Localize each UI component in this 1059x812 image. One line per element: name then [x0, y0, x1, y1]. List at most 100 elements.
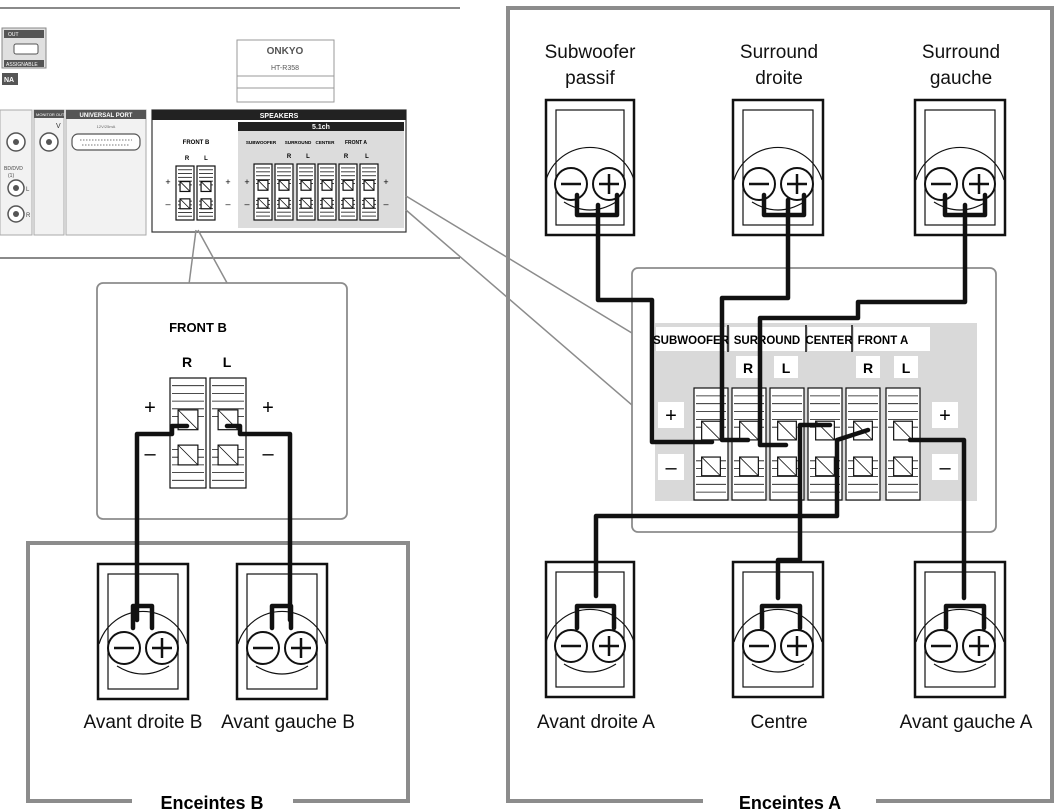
front-b-zoom-terminal-r — [169, 377, 207, 489]
surround-right-label-line1: Surround — [740, 42, 818, 63]
front-left-a-label: Avant gauche A — [900, 712, 1033, 733]
universal-port-label: UNIVERSAL PORT — [80, 113, 133, 119]
bd-dvd-sub: (1) — [8, 173, 14, 179]
front-b-small-terminal-l — [196, 165, 216, 221]
plus-terminal-icon — [592, 167, 626, 201]
bd-dvd-label: BD/DVD — [4, 166, 23, 172]
front-right-b-label: Avant droite B — [83, 712, 202, 733]
ch51-small-minus-right: – — [383, 199, 388, 209]
center-small-label: CENTER — [316, 140, 336, 145]
assignable-label: ASSIGNABLE — [6, 62, 38, 68]
wire-front-b-right — [134, 423, 190, 623]
wire-front-a-left — [907, 437, 967, 601]
ch51-small-terminal-3 — [317, 163, 337, 221]
zoom-callout-lines — [187, 195, 661, 413]
surround-zoom-l: L — [782, 360, 791, 376]
speaker-wires — [130, 192, 988, 631]
front-right-a-label: Avant droite A — [537, 712, 655, 733]
model-label: HT-R358 — [271, 65, 299, 72]
speaker-front-left-a — [913, 560, 1007, 699]
receiver-rear-panel: OUT ASSIGNABLE NA ONKYO HT-R358 BD/DVD (… — [0, 7, 460, 259]
surround-small-l: L — [306, 154, 310, 160]
ch51-zoom-terminal-5 — [885, 387, 921, 501]
speaker-labels: Subwoofer passif Surround droite Surroun… — [83, 42, 1032, 733]
minus-terminal-icon — [554, 629, 588, 663]
speaker-surround-left — [913, 98, 1007, 237]
plus-terminal-icon — [962, 167, 996, 201]
surround-left-label-line2: gauche — [930, 68, 992, 89]
wire-loop-fl-b — [269, 603, 294, 631]
ch51-zoom-surround: SURROUND — [734, 335, 800, 347]
wire-loop-fr-b — [130, 603, 155, 631]
front-b-zoom-plus-right: + — [262, 397, 274, 419]
ch51-small-plus-left: + — [244, 177, 249, 187]
hdmi-port-icon — [13, 43, 39, 55]
surround-small-r: R — [287, 154, 292, 160]
front-b-zoom-title: FRONT B — [169, 320, 227, 335]
plus-terminal-icon — [780, 167, 814, 201]
front-left-b-label: Avant gauche B — [221, 712, 355, 733]
front-b-zoom-l: L — [223, 354, 232, 370]
front-b-small-terminals — [175, 165, 216, 221]
front-b-small-minus-left: – — [165, 199, 170, 209]
ch51-small-plus-right: + — [383, 177, 388, 187]
speakers-header: SPEAKERS — [260, 113, 299, 120]
tuner-label: NA — [4, 77, 14, 84]
surround-small-label: SURROUND — [285, 140, 312, 145]
front-b-zoom-plus-left: + — [144, 397, 156, 419]
ch51-label: 5.1ch — [312, 124, 330, 131]
ch51-zoom-plus-right: + — [939, 405, 951, 427]
front-a-zoom-l: L — [902, 360, 911, 376]
subwoofer-small-label: SUBWOOFER — [246, 140, 277, 145]
plus-terminal-icon — [962, 629, 996, 663]
ch51-small-terminal-1 — [274, 163, 294, 221]
universal-port-connector-icon — [71, 133, 141, 151]
surround-zoom-r: R — [743, 360, 753, 376]
ch51-zoom-center: CENTER — [805, 335, 853, 347]
front-b-small-l: L — [204, 156, 208, 162]
front-b-zoom-minus-right: – — [262, 443, 274, 465]
wire-loop-sl — [942, 192, 988, 218]
front-a-zoom-r: R — [863, 360, 873, 376]
speakers-layer — [96, 98, 1007, 701]
subwoofer-label-line1: Subwoofer — [545, 42, 637, 63]
minus-terminal-icon — [107, 631, 141, 665]
ch51-zoom-terminal-4 — [845, 387, 881, 501]
ch51-small-minus-left: – — [244, 199, 249, 209]
minus-terminal-icon — [924, 629, 958, 663]
plus-terminal-icon — [780, 629, 814, 663]
front-b-small-minus-right: – — [225, 199, 230, 209]
minus-terminal-icon — [924, 167, 958, 201]
front-b-small-label: FRONT B — [183, 140, 210, 146]
plus-terminal-icon — [284, 631, 318, 665]
front-b-zoom-r: R — [182, 354, 192, 370]
front-b-zoom-minus-left: – — [144, 443, 156, 465]
enceintes-b-label: Enceintes B — [160, 793, 263, 812]
front-a-small-label: FRONT A — [345, 140, 367, 146]
front-b-zoom-box: FRONT B R L + + – – — [96, 282, 348, 520]
wire-loop-sr — [761, 192, 807, 218]
minus-terminal-icon — [246, 631, 280, 665]
front-b-zoom-terminals — [169, 377, 247, 489]
speaker-front-right-b — [96, 562, 190, 701]
universal-port-sub: 12V/25mA — [97, 124, 116, 129]
plus-terminal-icon — [145, 631, 179, 665]
hdmi-out-label: OUT — [8, 32, 19, 38]
surround-left-label-line1: Surround — [922, 42, 1000, 63]
ch51-small-terminals — [253, 163, 379, 221]
brand-logo: ONKYO — [267, 46, 304, 57]
wire-center — [775, 422, 833, 601]
speaker-front-right-a — [544, 560, 636, 699]
wire-loop-fla — [943, 603, 987, 631]
minus-terminal-icon — [554, 167, 588, 201]
audio-l-label: L — [26, 187, 30, 193]
enceintes-a-label: Enceintes A — [739, 793, 841, 812]
speaker-surround-right — [731, 98, 825, 237]
ch51-zoom-subwoofer: SUBWOOFER — [653, 335, 730, 347]
wire-surround-left — [757, 202, 968, 448]
enceintes-a-frame: Enceintes A — [506, 6, 1054, 812]
monitor-out-label: MONITOR OUT — [36, 112, 65, 117]
subwoofer-label-line2: passif — [565, 68, 615, 89]
surround-right-label-line2: droite — [755, 68, 803, 89]
